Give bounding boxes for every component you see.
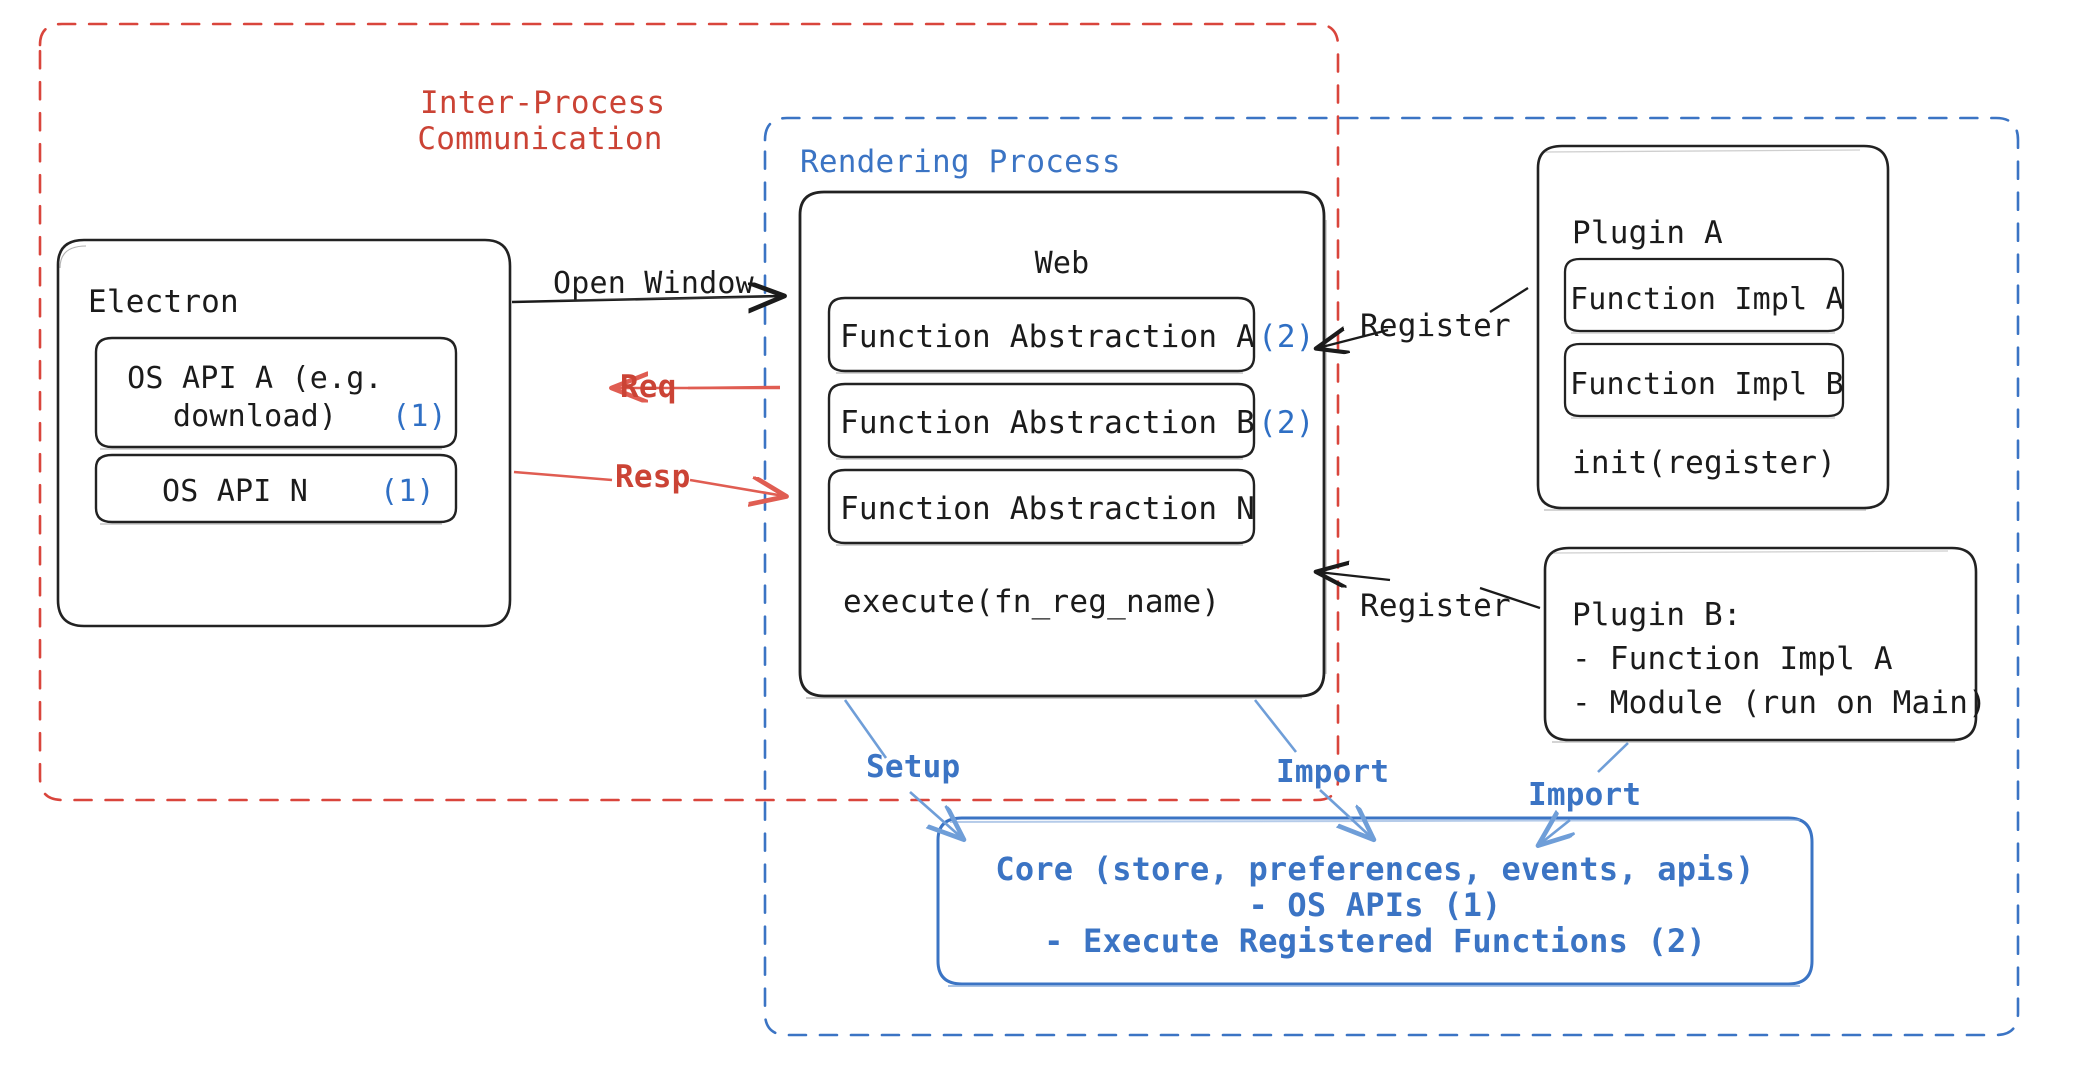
register-a-arrow: [1318, 287, 1529, 348]
req-label: Req: [620, 369, 677, 405]
import-web-arrow: [1253, 699, 1372, 838]
plugin-b-title: Plugin B:: [1572, 597, 1742, 633]
ipc-label-line1: Inter-Process: [420, 85, 666, 121]
plugin-a-title: Plugin A: [1572, 215, 1723, 251]
core-line1: Core (store, preferences, events, apis): [995, 850, 1755, 888]
function-abstraction-b-badge: (2): [1258, 405, 1315, 441]
core-line3: - Execute Registered Functions (2): [1044, 922, 1706, 960]
function-impl-b-label: Function Impl B: [1570, 367, 1844, 402]
function-impl-a-label: Function Impl A: [1570, 282, 1844, 317]
function-impl-b-box-border: [1563, 342, 1845, 419]
import-web-label: Import: [1276, 754, 1390, 790]
plugin-b-line2: - Module (run on Main): [1572, 685, 1987, 721]
open-window-arrow: [511, 296, 782, 302]
open-window-label: Open Window: [553, 266, 754, 301]
function-abstraction-n-label: Function Abstraction N: [840, 491, 1255, 527]
rendering-process-label: Rendering Process: [800, 144, 1121, 180]
electron-title: Electron: [88, 284, 239, 320]
register-b-label: Register: [1360, 588, 1511, 624]
function-abstraction-a-box-border: [827, 296, 1256, 374]
req-arrow: [614, 387, 781, 388]
os-api-a-label-line1: OS API A (e.g.: [127, 361, 383, 396]
execute-label: execute(fn_reg_name): [843, 584, 1221, 620]
function-impl-a-box-border: [1563, 257, 1845, 334]
os-api-a-box-border: [94, 336, 458, 450]
plugin-a-init-label: init(register): [1572, 445, 1837, 481]
ipc-label-line2: Communication: [417, 121, 663, 157]
os-api-n-badge: (1): [380, 474, 435, 509]
setup-label: Setup: [866, 749, 961, 785]
ipc-container-border: [38, 22, 1340, 802]
core-line2: - OS APIs (1): [1248, 886, 1502, 924]
resp-label: Resp: [615, 459, 691, 495]
plugin-b-box-border: [1543, 546, 1978, 743]
plugin-b-line1: - Function Impl A: [1572, 641, 1893, 677]
os-api-a-label-line2: download): [172, 399, 338, 434]
function-abstraction-b-box-border: [827, 382, 1256, 460]
resp-arrow: [513, 470, 784, 496]
os-api-n-label: OS API N: [161, 474, 309, 509]
function-abstraction-b-label: Function Abstraction B: [840, 405, 1255, 441]
register-a-label: Register: [1360, 308, 1511, 344]
function-abstraction-a-badge: (2): [1258, 319, 1315, 355]
function-abstraction-n-box-border: [827, 468, 1256, 546]
register-b-arrow: [1318, 572, 1541, 610]
import-plugin-arrow: [1540, 742, 1629, 844]
rendering-process-container-border: [763, 116, 2020, 1037]
function-abstraction-a-label: Function Abstraction A: [840, 319, 1255, 355]
web-title: Web: [1034, 246, 1090, 281]
setup-arrow: [843, 699, 962, 838]
import-plugin-label: Import: [1528, 777, 1642, 813]
os-api-a-badge: (1): [392, 399, 447, 434]
os-api-n-box-border: [94, 453, 458, 525]
